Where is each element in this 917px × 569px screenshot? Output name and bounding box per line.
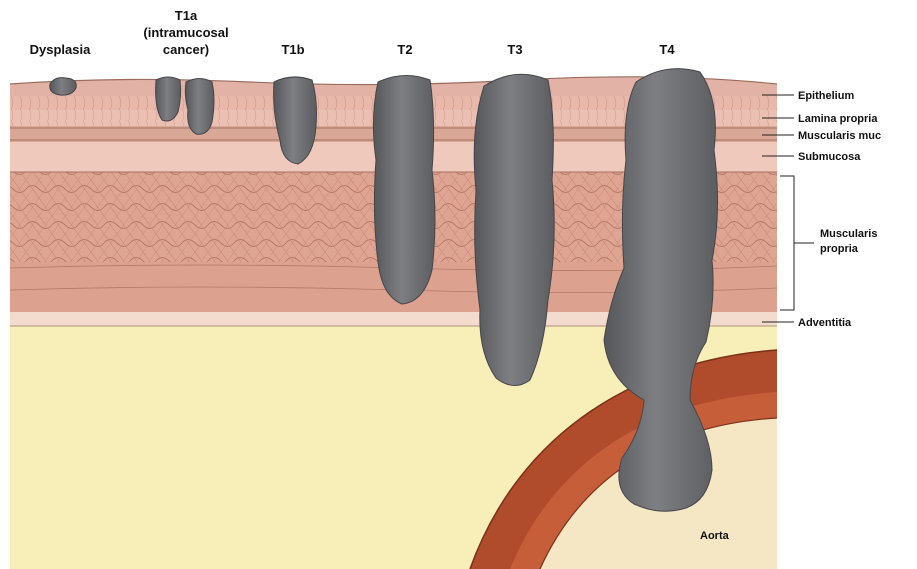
tumor-t1a-right	[185, 79, 214, 135]
layer-label-submucosa: Submucosa	[798, 151, 861, 163]
stage-label-t1a-line2: (intramucosal	[143, 25, 228, 40]
layer-label-muscularis-propria: Muscularis	[820, 228, 877, 240]
layer-labels: Epithelium Lamina propria Muscularis muc…	[798, 90, 881, 329]
stage-label-t1a-line3: cancer)	[163, 42, 209, 57]
layer-label-adventitia: Adventitia	[798, 317, 852, 329]
tumor-t2	[373, 75, 435, 304]
stage-labels: Dysplasia T1a (intramucosal cancer) T1b …	[30, 8, 676, 57]
layer-label-epithelium: Epithelium	[798, 90, 854, 102]
layer-label-muscularis-mucosae: Muscularis muc	[798, 130, 881, 142]
stage-label-dysplasia: Dysplasia	[30, 42, 91, 57]
layer-label-lamina-propria: Lamina propria	[798, 113, 878, 125]
stage-label-t1b: T1b	[281, 42, 304, 57]
stage-label-t4: T4	[659, 42, 675, 57]
layer-label-muscularis-propria-line2: propria	[820, 243, 859, 255]
tumor-dysplasia	[50, 78, 77, 96]
stage-label-t3: T3	[507, 42, 522, 57]
stage-label-t1a: T1a	[175, 8, 198, 23]
tumor-t1a-left	[156, 77, 181, 121]
aorta-label: Aorta	[700, 530, 730, 542]
stage-label-t2: T2	[397, 42, 412, 57]
tumor-t3	[474, 74, 554, 385]
